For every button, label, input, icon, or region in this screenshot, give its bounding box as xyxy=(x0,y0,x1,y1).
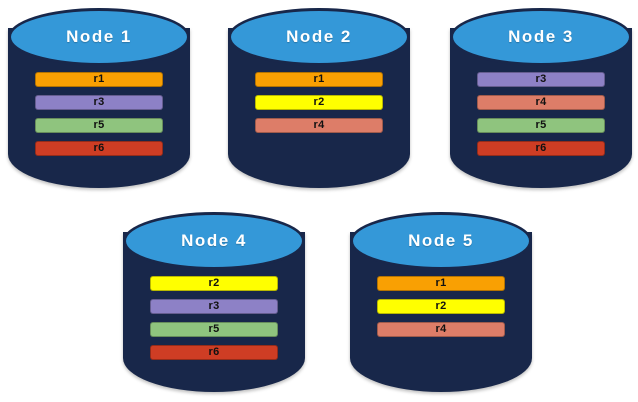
cylinder-top-icon: Node 5 xyxy=(350,212,532,270)
replica-label: r5 xyxy=(535,119,547,131)
replica-list: r3 r4 r5 r6 xyxy=(450,64,632,156)
cylinder-top-icon: Node 3 xyxy=(450,8,632,66)
replica-bar[interactable]: r3 xyxy=(35,95,163,110)
cylinder-top-icon: Node 2 xyxy=(228,8,410,66)
replica-label: r1 xyxy=(313,73,325,85)
replica-label: r3 xyxy=(535,73,547,85)
replica-bar[interactable]: r1 xyxy=(377,276,505,291)
replica-bar[interactable]: r1 xyxy=(255,72,383,87)
node-title: Node 5 xyxy=(408,231,474,250)
replica-label: r2 xyxy=(208,277,220,289)
replica-label: r5 xyxy=(93,119,105,131)
replica-label: r4 xyxy=(435,323,447,335)
replica-bar[interactable]: r2 xyxy=(255,95,383,110)
replica-bar[interactable]: r6 xyxy=(477,141,605,156)
replica-label: r3 xyxy=(93,96,105,108)
replica-bar[interactable]: r6 xyxy=(150,345,278,360)
replica-list: r1 r2 r4 xyxy=(228,64,410,133)
replica-label: r6 xyxy=(535,142,547,154)
replica-label: r4 xyxy=(535,96,547,108)
replica-list: r1 r2 r4 xyxy=(350,268,532,337)
replica-bar[interactable]: r2 xyxy=(150,276,278,291)
replica-label: r2 xyxy=(313,96,325,108)
replica-bar[interactable]: r6 xyxy=(35,141,163,156)
replica-bar[interactable]: r4 xyxy=(477,95,605,110)
replica-bar[interactable]: r5 xyxy=(150,322,278,337)
replica-bar[interactable]: r3 xyxy=(477,72,605,87)
replica-bar[interactable]: r4 xyxy=(255,118,383,133)
node-title: Node 2 xyxy=(286,27,352,46)
database-node-1[interactable]: Node 1 r1 r3 r5 r6 xyxy=(8,8,190,188)
replica-label: r2 xyxy=(435,300,447,312)
replica-label: r3 xyxy=(208,300,220,312)
node-title: Node 3 xyxy=(508,27,574,46)
cylinder-top-icon: Node 1 xyxy=(8,8,190,66)
replica-label: r5 xyxy=(208,323,220,335)
replica-bar[interactable]: r1 xyxy=(35,72,163,87)
replica-label: r6 xyxy=(208,346,220,358)
database-node-4[interactable]: Node 4 r2 r3 r5 r6 xyxy=(123,212,305,392)
replica-list: r1 r3 r5 r6 xyxy=(8,64,190,156)
replica-bar[interactable]: r3 xyxy=(150,299,278,314)
cylinder-top-icon: Node 4 xyxy=(123,212,305,270)
replica-label: r4 xyxy=(313,119,325,131)
replica-label: r1 xyxy=(93,73,105,85)
database-node-3[interactable]: Node 3 r3 r4 r5 r6 xyxy=(450,8,632,188)
node-title: Node 1 xyxy=(66,27,132,46)
replica-bar[interactable]: r2 xyxy=(377,299,505,314)
database-node-2[interactable]: Node 2 r1 r2 r4 xyxy=(228,8,410,188)
node-title: Node 4 xyxy=(181,231,247,250)
replica-label: r6 xyxy=(93,142,105,154)
replica-label: r1 xyxy=(435,277,447,289)
replica-list: r2 r3 r5 r6 xyxy=(123,268,305,360)
replica-bar[interactable]: r5 xyxy=(35,118,163,133)
database-node-5[interactable]: Node 5 r1 r2 r4 xyxy=(350,212,532,392)
replica-bar[interactable]: r4 xyxy=(377,322,505,337)
replica-bar[interactable]: r5 xyxy=(477,118,605,133)
